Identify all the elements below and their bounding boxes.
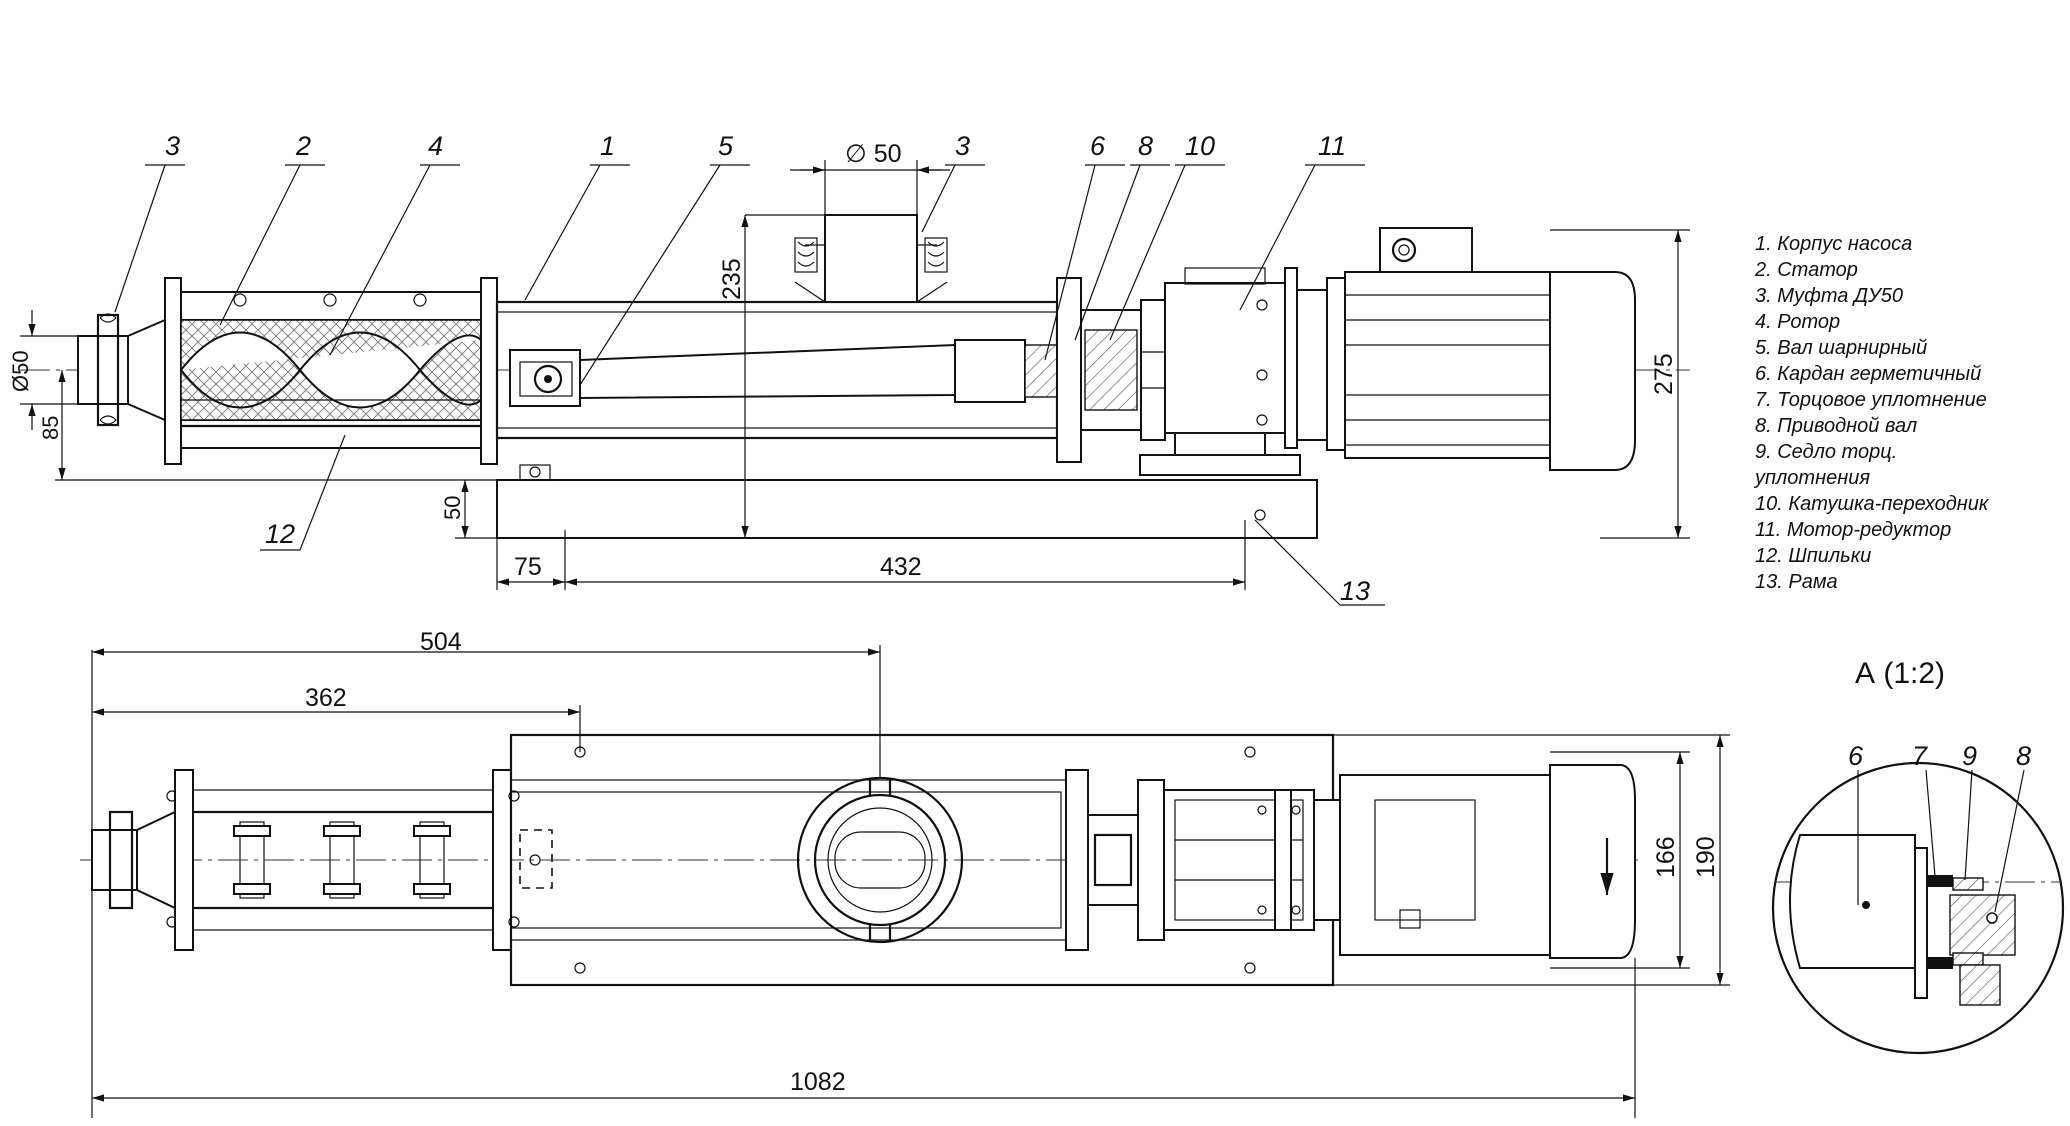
callout-3-inlet: 3 [165,131,180,161]
dim-190: 190 [1692,836,1720,878]
detail-view-a: А (1:2) 6 7 9 8 [1771,657,2065,1055]
plan-view: 504 362 166 190 1082 [80,628,1730,1118]
plan-stator [192,789,494,931]
plan-stator-flange [492,769,512,951]
dim-50-base: 50 [440,496,465,520]
callout-10: 10 [1185,131,1215,161]
side-leaders [114,164,1385,606]
dim-d50-top: ∅ 50 [845,140,902,168]
hinged-shaft [509,339,1086,407]
callout-2: 2 [295,131,311,161]
legend-line: 9. Седло торц. [1755,441,1897,463]
plan-inlet-coupling [91,790,178,928]
callout-12: 12 [265,519,295,549]
plan-left-flange [174,769,194,951]
dim-235: 235 [718,258,746,300]
detail-title: А (1:2) [1855,657,1945,690]
callout-8: 8 [1138,131,1153,161]
adapter-spool [1056,277,1166,463]
dim-85: 85 [38,416,63,440]
detail-callout-9: 9 [1962,741,1977,771]
gear-motor [1139,227,1636,476]
legend-line: 7. Торцовое уплотнение [1755,389,1987,411]
legend-line: 10. Катушка-переходник [1755,493,1990,515]
legend-line: 11. Мотор-редуктор [1755,519,1951,541]
legend-line: 13. Рама [1755,571,1838,593]
stator-right-flange [480,277,498,465]
left-flange [164,277,182,465]
dim-504: 504 [420,628,462,656]
detail-callout-6: 6 [1848,741,1864,771]
callout-13: 13 [1340,576,1370,606]
legend-line: 1. Корпус насоса [1755,233,1912,255]
legend-line: уплотнения [1753,467,1870,489]
detail-callout-8: 8 [2016,741,2031,771]
parts-legend: 1. Корпус насоса 2. Статор 3. Муфта ДУ50… [1753,233,1990,593]
dim-432: 432 [880,553,922,581]
dim-275: 275 [1650,353,1678,395]
dim-d50-left: Ø50 [8,350,33,392]
dim-75: 75 [514,553,542,581]
legend-line: 4. Ротор [1755,311,1840,333]
legend-line: 2. Статор [1754,259,1858,281]
base-frame [496,464,1318,539]
callout-1: 1 [600,131,615,161]
detail-circle [1771,761,2065,1055]
stator [180,291,482,449]
callout-6: 6 [1090,131,1106,161]
inlet-coupling [77,313,166,427]
legend-line: 3. Муфта ДУ50 [1755,285,1903,307]
legend-line: 8. Приводной вал [1755,415,1917,437]
dim-166: 166 [1652,836,1680,878]
plan-dimension-lines [91,645,1730,1118]
side-dimension-lines [20,160,1690,590]
legend-line: 12. Шпильки [1755,545,1871,567]
callout-4: 4 [428,131,443,161]
dim-362: 362 [305,684,347,712]
side-view: 3 2 4 1 5 3 6 8 10 11 12 13 ∅ 50 235 275… [8,131,1690,606]
dim-1082: 1082 [790,1068,846,1096]
callout-3-top: 3 [955,131,970,161]
callout-11: 11 [1318,131,1346,161]
callout-5: 5 [718,131,734,161]
plan-drive [1065,764,1636,959]
legend-line: 5. Вал шарнирный [1755,337,1927,359]
legend-line: 6. Кардан герметичный [1755,363,1981,385]
detail-callout-7: 7 [1912,741,1928,771]
